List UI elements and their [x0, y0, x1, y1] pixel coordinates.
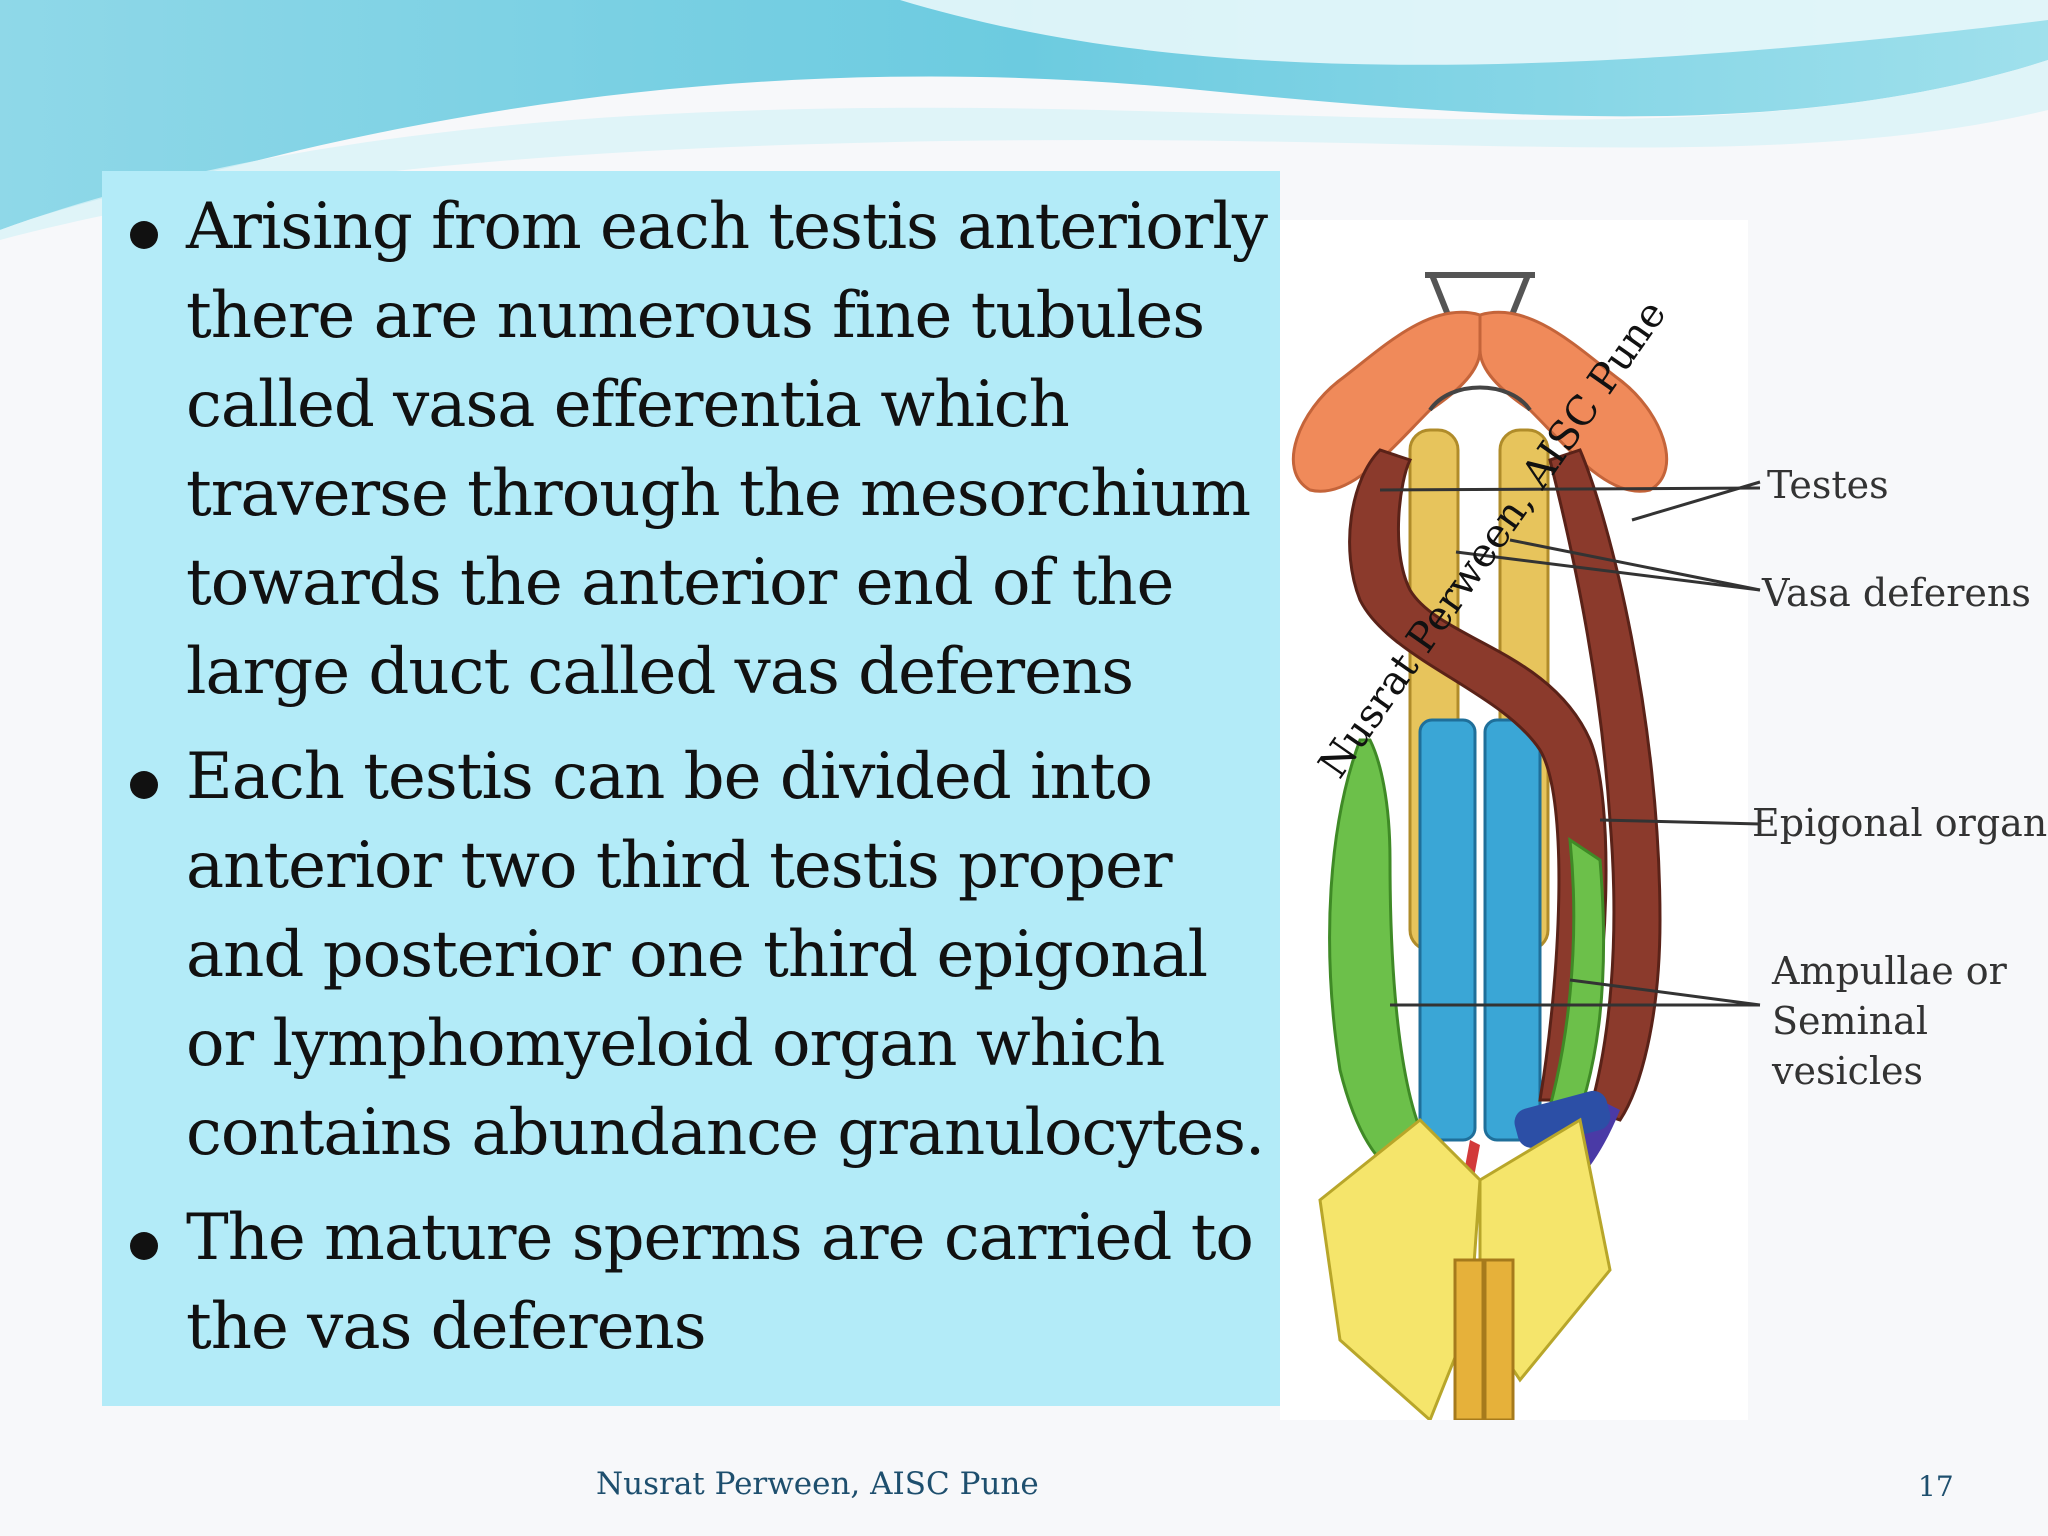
bullet-text-box: Arising from each testis anteriorly ther…: [102, 171, 1280, 1406]
bullet-text: The mature sperms are carried to the vas…: [186, 1201, 1254, 1364]
label-ampullae-line2: Seminal: [1772, 999, 1928, 1043]
bullet-dot-icon: [130, 771, 158, 799]
label-vasa-deferens: Vasa deferens: [1762, 571, 2031, 615]
reproductive-system-illustration: Testes Vasa deferens Epigonal organ Ampu…: [1280, 220, 2048, 1423]
bullet-dot-icon: [130, 1232, 158, 1260]
label-ampullae-line1: Ampullae or: [1772, 949, 2007, 993]
label-epigonal-organ: Epigonal organ: [1752, 801, 2048, 845]
page-number: 17: [1918, 1470, 1954, 1503]
bullet-item: Arising from each testis anteriorly ther…: [102, 183, 1280, 717]
label-ampullae-line3: vesicles: [1772, 1049, 1924, 1093]
bullet-text: Arising from each testis anteriorly ther…: [186, 190, 1268, 709]
header-wave-decoration: [0, 0, 2048, 240]
bullet-item: Each testis can be divided into anterior…: [102, 733, 1280, 1178]
bullet-list: Arising from each testis anteriorly ther…: [102, 183, 1280, 1388]
illustration-drawing: [1280, 220, 1761, 1423]
footer-author: Nusrat Perween, AISC Pune: [596, 1466, 1039, 1502]
bullet-text: Each testis can be divided into anterior…: [186, 740, 1265, 1170]
bullet-item: The mature sperms are carried to the vas…: [102, 1194, 1280, 1372]
label-testes: Testes: [1767, 463, 1889, 507]
bullet-dot-icon: [130, 221, 158, 249]
